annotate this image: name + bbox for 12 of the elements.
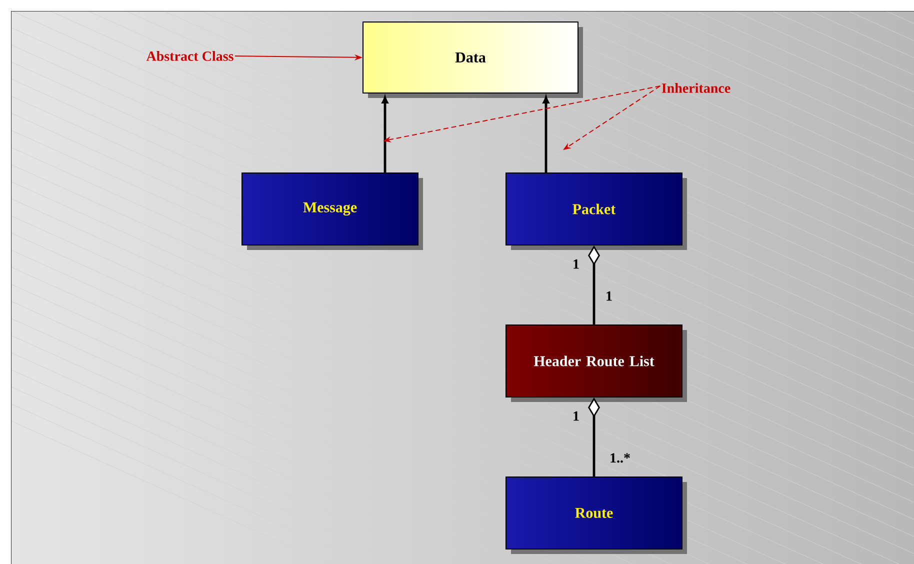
class-box: Header Route List bbox=[506, 324, 687, 402]
arrow bbox=[542, 96, 550, 172]
class-box: Message bbox=[242, 172, 423, 250]
multiplicity-label: 1 bbox=[574, 259, 579, 269]
arrow bbox=[382, 96, 388, 172]
annotation-text: Inheritance bbox=[662, 83, 730, 93]
class-box: Route bbox=[506, 476, 687, 554]
multiplicity-label: 1 bbox=[606, 291, 612, 301]
class-box: Packet bbox=[506, 172, 687, 250]
annotation-text: Abstract Class bbox=[146, 51, 234, 61]
multiplicity-label: 1..* bbox=[610, 453, 630, 463]
abstract-class-box: Data bbox=[362, 22, 583, 98]
